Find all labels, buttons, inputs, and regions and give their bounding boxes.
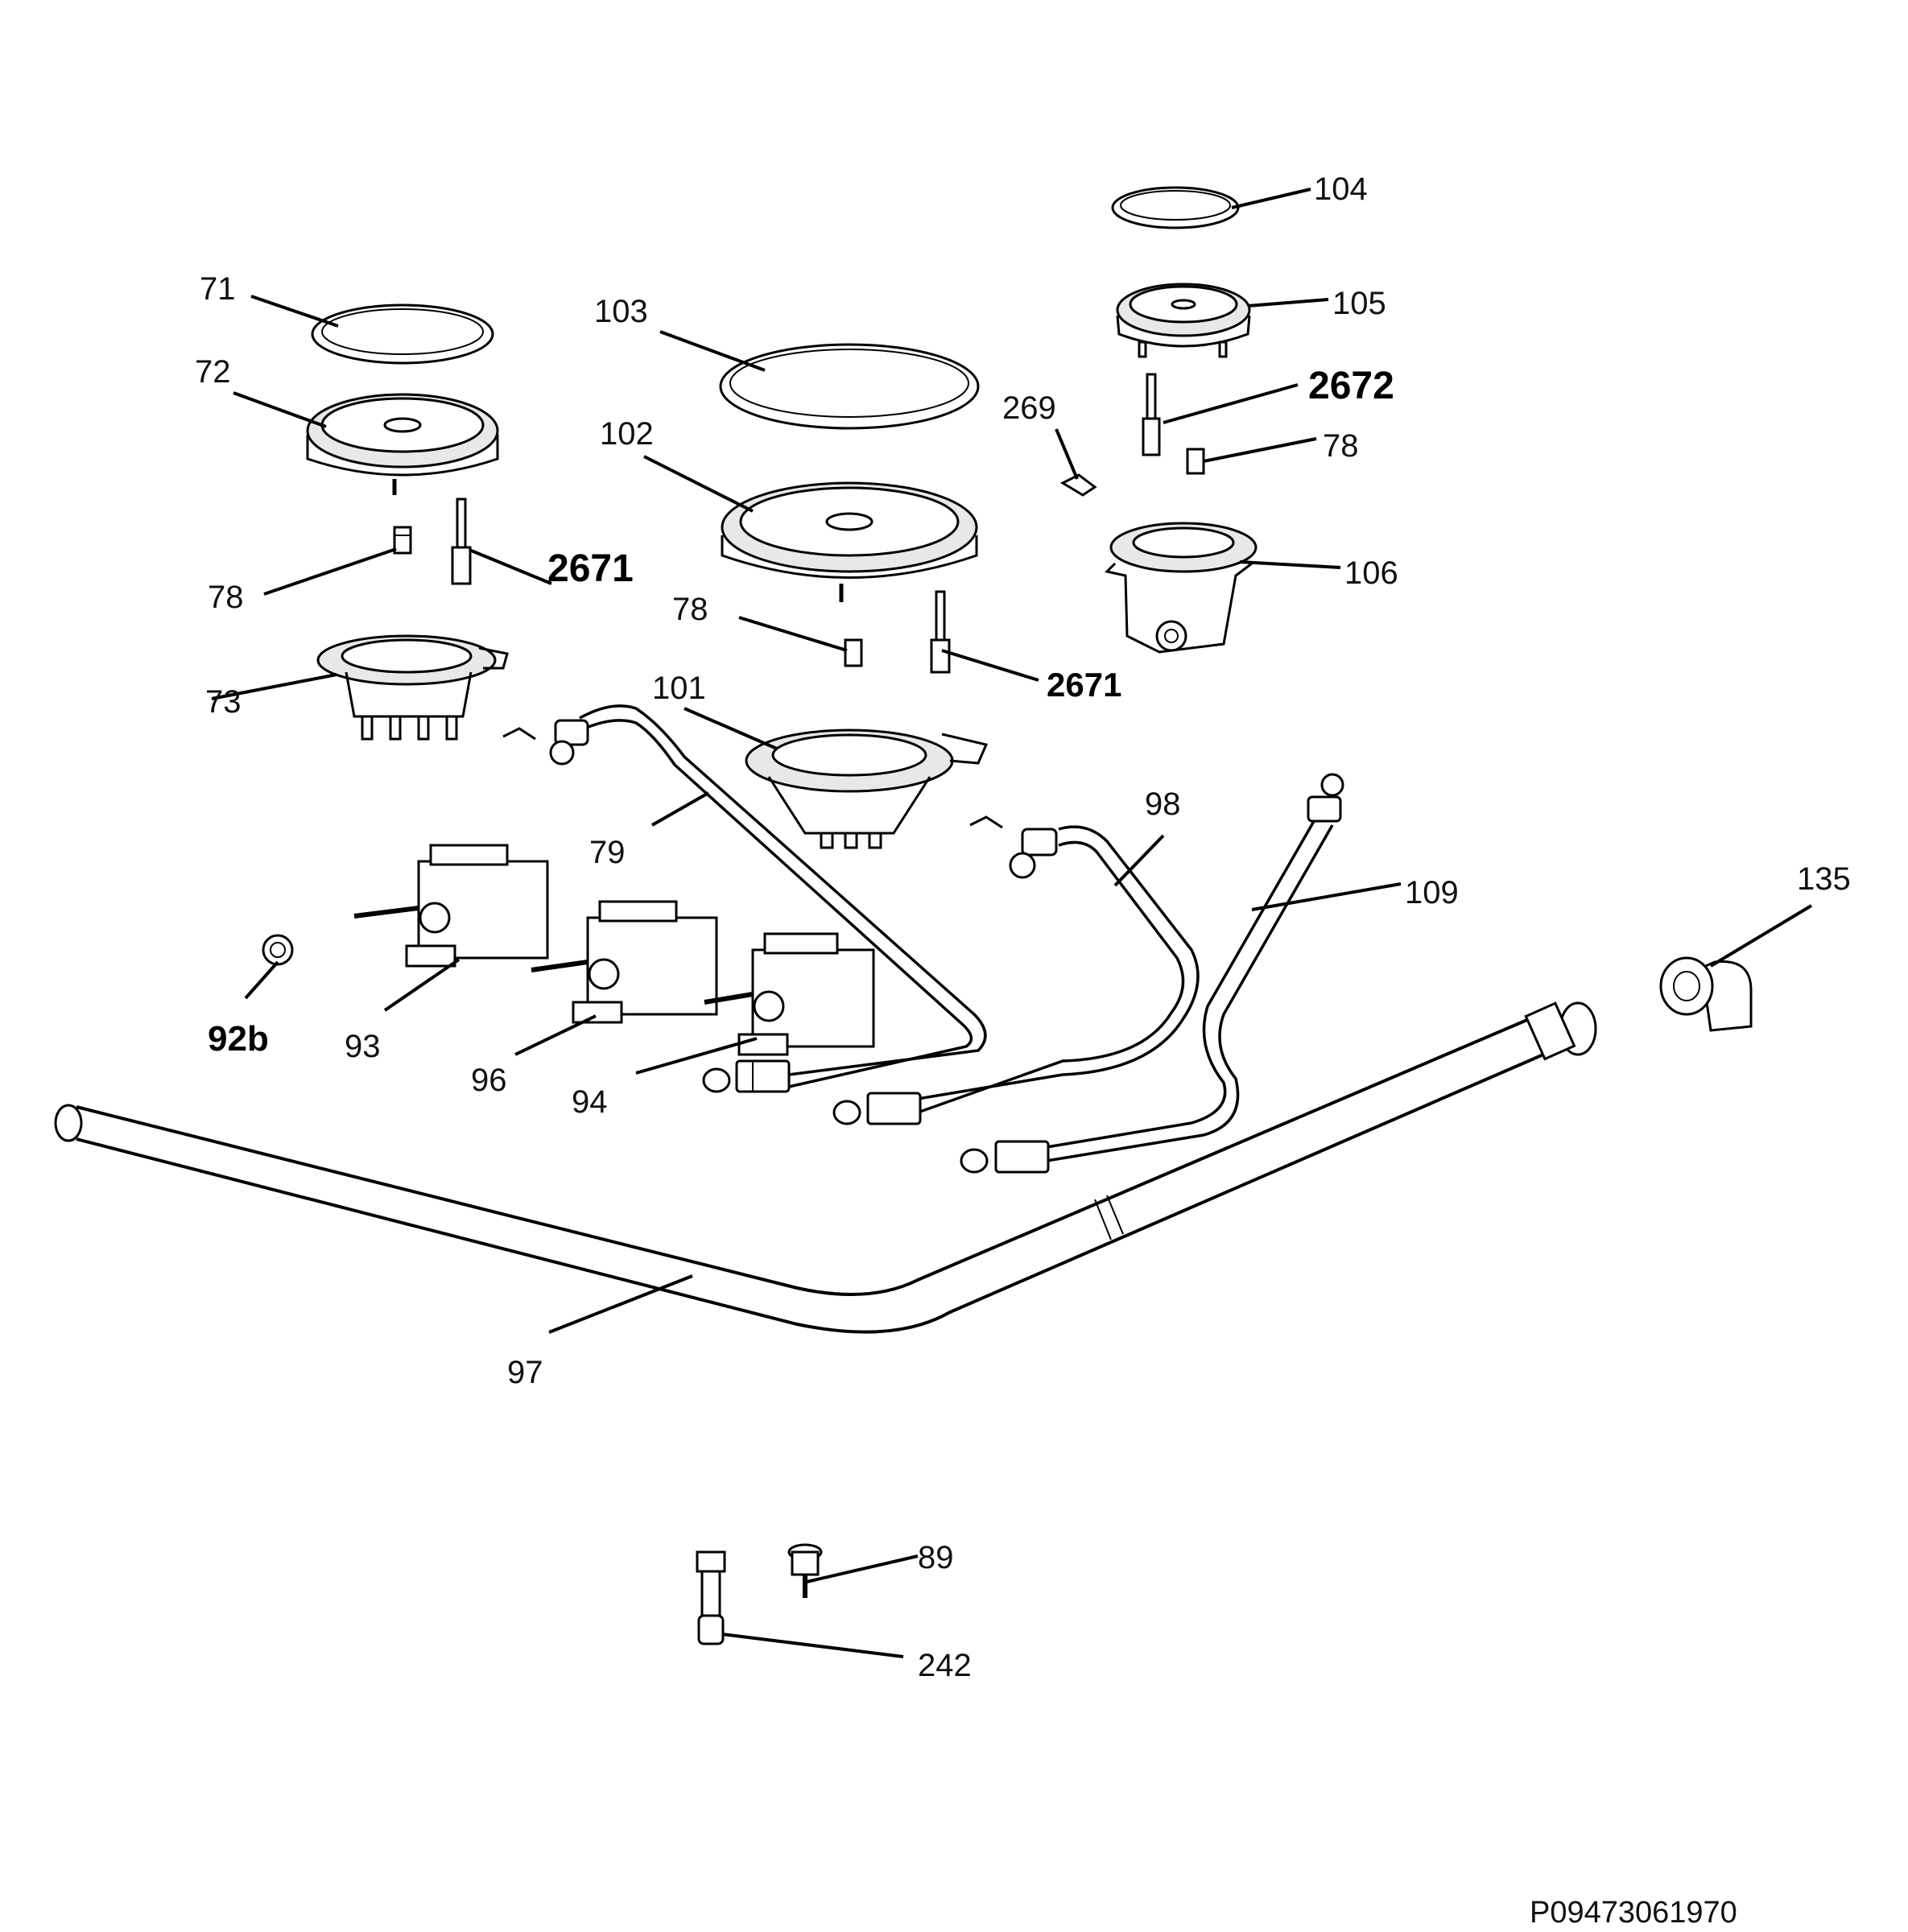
label-97: 97: [507, 1355, 543, 1390]
burner-cap-103: [719, 343, 980, 430]
label-105: 105: [1332, 286, 1386, 321]
label-78-right: 78: [1323, 428, 1359, 464]
injector-78-mid: [844, 638, 863, 667]
burner-base-101: [745, 729, 989, 849]
leader-lines: [211, 188, 1813, 1658]
thermocouple-2672: [1142, 373, 1161, 456]
pipe-98: [917, 825, 1200, 1114]
label-101: 101: [652, 671, 706, 706]
label-135: 135: [1797, 861, 1851, 897]
injector-78-left: [393, 526, 412, 555]
burner-cap-71: [311, 303, 494, 365]
label-106: 106: [1344, 555, 1398, 591]
pipe-109: [1046, 773, 1344, 1162]
flame-spreader-105: [1116, 283, 1251, 358]
label-73: 73: [205, 684, 242, 720]
label-96: 96: [471, 1063, 507, 1098]
label-242: 242: [918, 1648, 972, 1683]
label-92b: 92b: [208, 1019, 269, 1059]
label-2671-left: 2671: [547, 547, 634, 590]
valve-96: [531, 900, 718, 1024]
elbow-fitting-135: [1659, 956, 1753, 1032]
valve-93: [353, 844, 549, 968]
label-89: 89: [918, 1540, 954, 1575]
small-clip-left: [502, 727, 536, 741]
label-103: 103: [594, 294, 648, 329]
label-109: 109: [1405, 875, 1459, 910]
thermocouple-2671-mid: [930, 590, 951, 674]
flame-spreader-72: [306, 393, 499, 495]
label-269: 269: [1002, 390, 1056, 426]
fitting-109-end: [960, 1140, 1050, 1174]
knob-seal-92b: [262, 934, 294, 966]
label-78-mid: 78: [672, 592, 708, 627]
burner-base-73: [316, 634, 509, 741]
burner-base-106: [1104, 522, 1258, 654]
label-98: 98: [1145, 786, 1181, 822]
label-71: 71: [200, 271, 236, 307]
label-2671-mid: 2671: [1047, 666, 1121, 704]
screw-89: [787, 1543, 823, 1598]
flame-spreader-102: [721, 481, 978, 602]
label-94: 94: [572, 1084, 608, 1120]
label-102: 102: [600, 416, 654, 452]
label-2672: 2672: [1308, 365, 1394, 407]
label-104: 104: [1314, 171, 1368, 207]
reference-code: P09473061970: [1530, 1896, 1737, 1930]
ignition-clip-269: [1059, 473, 1097, 497]
adapter-242: [696, 1550, 726, 1645]
fitting-79-end: [702, 1059, 791, 1093]
injector-78-right: [1186, 448, 1205, 475]
small-clip-mid: [969, 815, 1003, 829]
part-labels: 71 72 103 102 104 105 2672 269 78 106 78…: [195, 171, 1851, 1930]
label-72: 72: [195, 354, 231, 390]
thermocouple-2671-left: [451, 497, 472, 585]
label-93: 93: [345, 1029, 381, 1064]
burner-cap-104: [1111, 186, 1240, 229]
label-79: 79: [589, 835, 626, 870]
fitting-98-end: [832, 1092, 922, 1125]
pipe-79: [549, 704, 987, 1088]
gas-manifold-97: [54, 1001, 1597, 1334]
valve-94: [704, 932, 875, 1056]
label-78-left: 78: [208, 580, 244, 615]
